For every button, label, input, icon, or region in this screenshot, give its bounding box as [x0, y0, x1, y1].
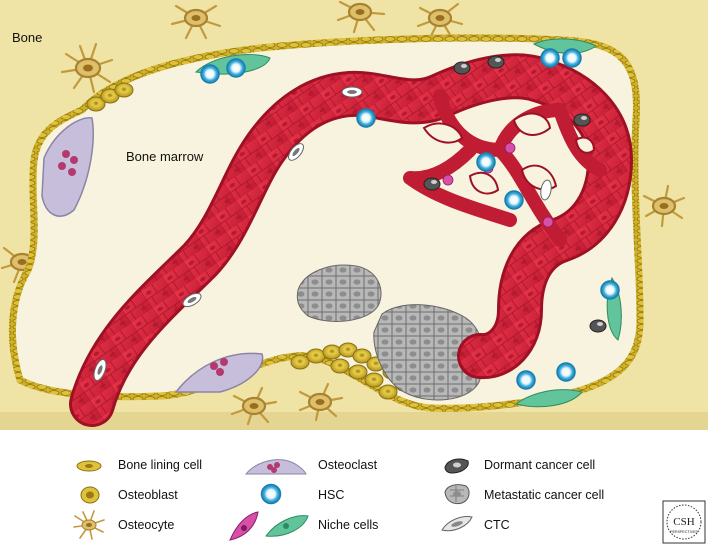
osteoblast-icon: [80, 486, 100, 504]
ctc-icon: [441, 516, 473, 532]
csh-perspectives-logo: CSH PERSPECTIVES: [662, 500, 706, 544]
bone-frame-shadow: [0, 412, 708, 430]
hsc-cells: [200, 48, 620, 390]
legend-label-bone-lining-cell: Bone lining cell: [118, 458, 203, 472]
bone-lining-cell-icon: [76, 460, 102, 472]
dormant-cancer-cells: [423, 55, 607, 333]
blood-vessel: [69, 53, 633, 427]
legend-label-metastatic-cancer-cell: Metastatic cancer cell: [484, 488, 605, 502]
bone-label: Bone: [12, 30, 42, 45]
osteoclast-bottom: [174, 352, 264, 393]
legend-label-dormant-cancer-cell: Dormant cancer cell: [484, 458, 596, 472]
metastatic-cancer-cell-icon: [444, 484, 470, 505]
bone-marrow-niche-diagram: Bone Bone marrow: [0, 0, 708, 430]
legend-label-ctc: CTC: [484, 518, 510, 532]
osteocyte-group: [0, 0, 686, 426]
legend-label-hsc: HSC: [318, 488, 345, 502]
legend-label-osteoblast: Osteoblast: [118, 488, 178, 502]
osteoclast-icon: [244, 459, 307, 475]
legend-label-osteoclast: Osteoclast: [318, 458, 378, 472]
svg-text:PERSPECTIVES: PERSPECTIVES: [670, 530, 698, 534]
bone-marrow-label: Bone marrow: [126, 149, 204, 164]
svg-text:CSH: CSH: [673, 516, 694, 528]
legend-label-osteocyte: Osteocyte: [118, 518, 175, 532]
osteoclast-left: [41, 117, 94, 217]
bone-lining-layer: [9, 34, 644, 412]
osteocyte-icon: [73, 510, 105, 540]
hsc-icon: [260, 483, 282, 505]
dormant-cancer-cell-icon: [444, 458, 469, 474]
niche-cells-icon: [229, 511, 309, 541]
metastatic-cancer-cluster: [296, 264, 485, 401]
legend-label-niche-cells: Niche cells: [318, 518, 379, 532]
